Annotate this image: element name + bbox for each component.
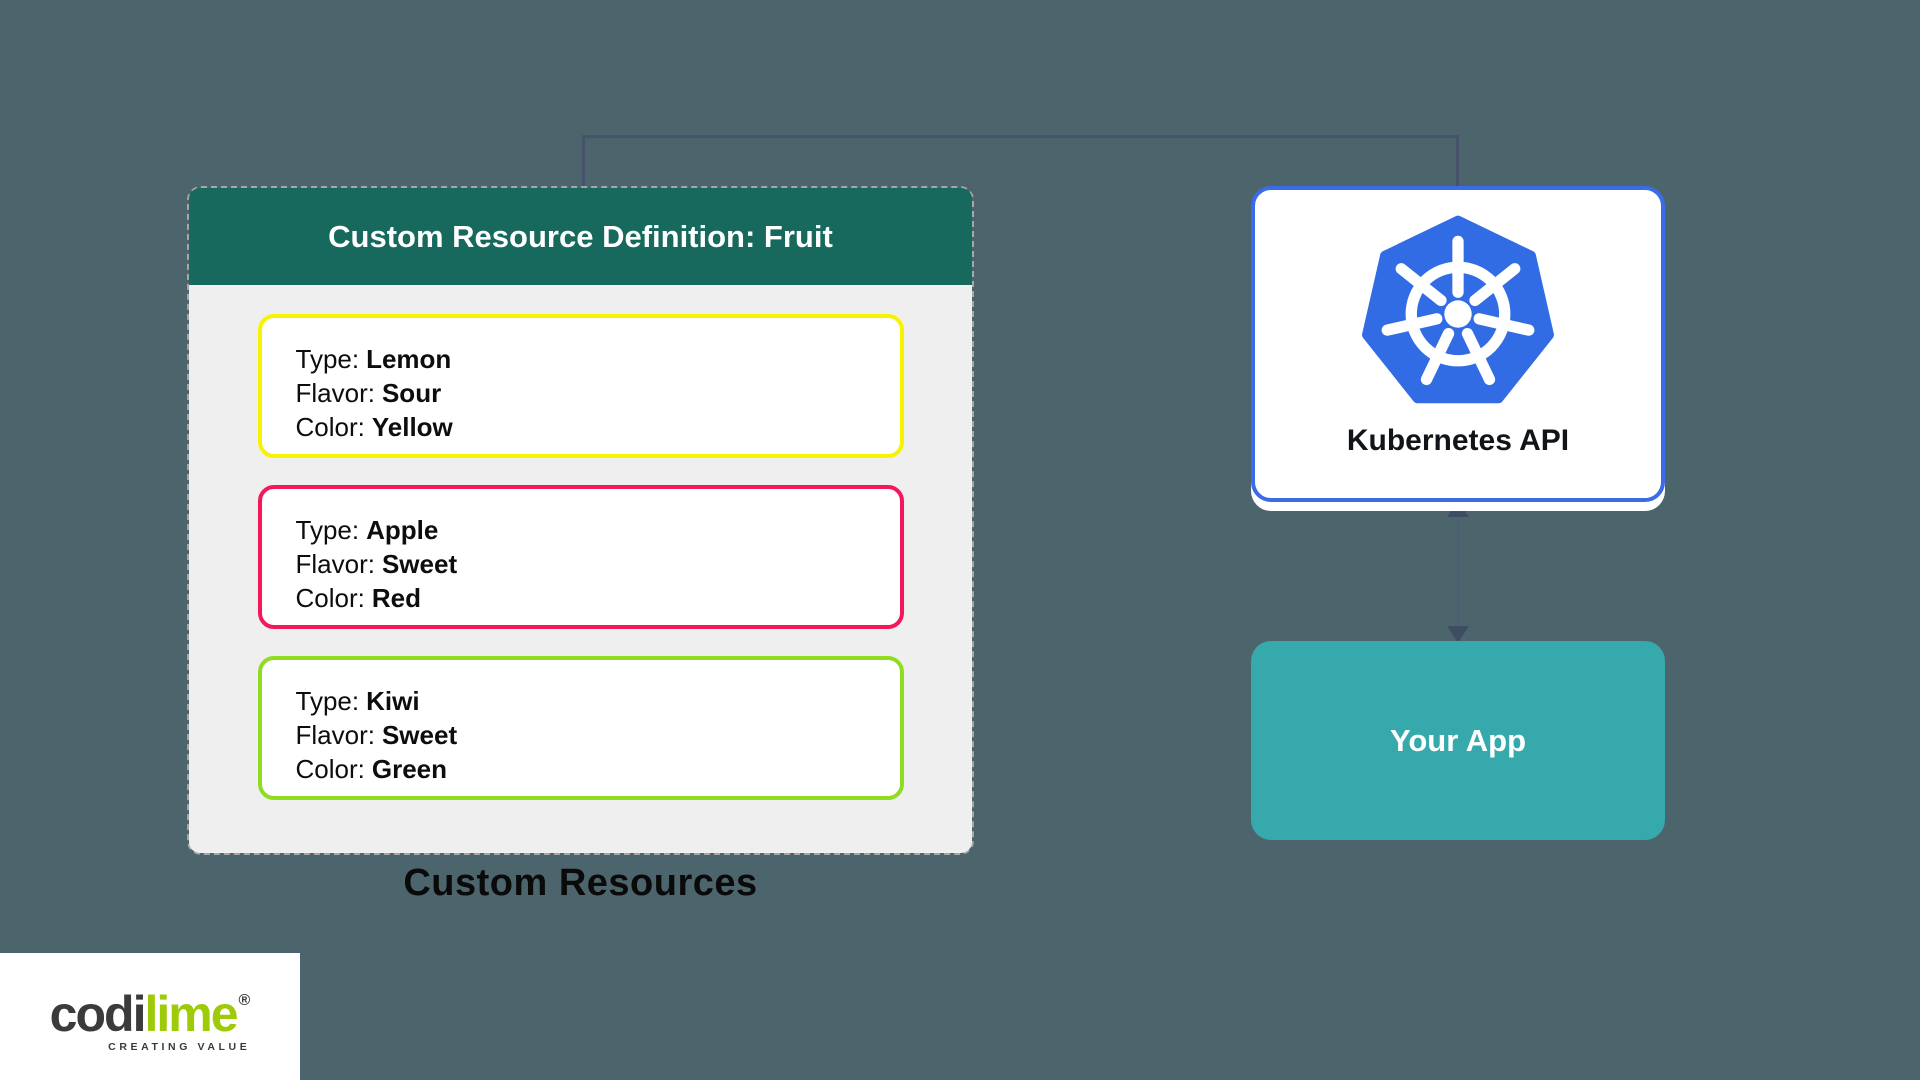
your-app-label: Your App [1389, 722, 1527, 758]
brand-text-codi: codi [49, 986, 147, 1042]
field-value: Lemon [366, 344, 452, 374]
resource-field: Flavor:Sweet [296, 547, 900, 581]
resource-field: Type:Apple [296, 513, 900, 547]
field-value: Yellow [371, 412, 453, 442]
kubernetes-logo-icon [1362, 215, 1554, 404]
arrow-head-up-icon [1447, 500, 1469, 517]
resource-field: Flavor:Sweet [296, 718, 900, 752]
field-value: Red [371, 583, 421, 613]
field-value: Sweet [381, 549, 458, 579]
codilime-logo-box: codilime® CREATING VALUE [0, 953, 300, 1080]
resource-kiwi: Type:Kiwi Flavor:Sweet Color:Green [257, 656, 904, 800]
resource-field: Flavor:Sour [296, 376, 900, 410]
kubernetes-api-box: Kubernetes API [1251, 186, 1665, 502]
field-value: Green [371, 754, 448, 784]
custom-resources-caption: Custom Resources [403, 862, 758, 904]
field-label: Color: [295, 412, 365, 442]
field-label: Type: [295, 344, 360, 374]
field-value: Sweet [381, 720, 458, 750]
brand-text-lime: lime [144, 986, 238, 1042]
connector-horizontal-line [582, 135, 1459, 138]
resource-field: Color:Red [296, 581, 900, 615]
brand-tagline: CREATING VALUE [108, 1041, 251, 1053]
field-label: Flavor: [295, 720, 375, 750]
field-label: Type: [295, 515, 360, 545]
k8s-app-arrow-shaft [1457, 513, 1460, 629]
codilime-wordmark: codilime® [50, 976, 251, 1039]
crd-card-title: Custom Resource Definition: Fruit [189, 188, 972, 285]
field-value: Apple [366, 515, 439, 545]
your-app-box: Your App [1251, 641, 1665, 840]
connector-k8s-vertical-line [1456, 135, 1459, 188]
connector-crd-vertical-line [582, 135, 585, 188]
resource-field: Color:Green [296, 752, 900, 786]
arrow-head-down-icon [1447, 626, 1469, 643]
field-label: Color: [295, 583, 365, 613]
kubernetes-api-label: Kubernetes API [1346, 424, 1570, 457]
field-label: Flavor: [295, 549, 375, 579]
resource-field: Color:Yellow [296, 410, 900, 444]
field-value: Kiwi [366, 686, 420, 716]
resource-apple: Type:Apple Flavor:Sweet Color:Red [257, 485, 904, 629]
registered-trademark-icon: ® [238, 992, 251, 1009]
resource-field: Type:Lemon [296, 342, 900, 376]
codilime-logo: codilime® CREATING VALUE [50, 976, 251, 1053]
field-label: Color: [295, 754, 365, 784]
resource-lemon: Type:Lemon Flavor:Sour Color:Yellow [257, 314, 904, 458]
field-label: Type: [295, 686, 360, 716]
crd-card-body: Type:Lemon Flavor:Sour Color:Yellow Type… [189, 285, 972, 853]
crd-card: Custom Resource Definition: Fruit Type:L… [187, 186, 974, 855]
field-label: Flavor: [295, 378, 375, 408]
resource-field: Type:Kiwi [296, 684, 900, 718]
field-value: Sour [381, 378, 442, 408]
